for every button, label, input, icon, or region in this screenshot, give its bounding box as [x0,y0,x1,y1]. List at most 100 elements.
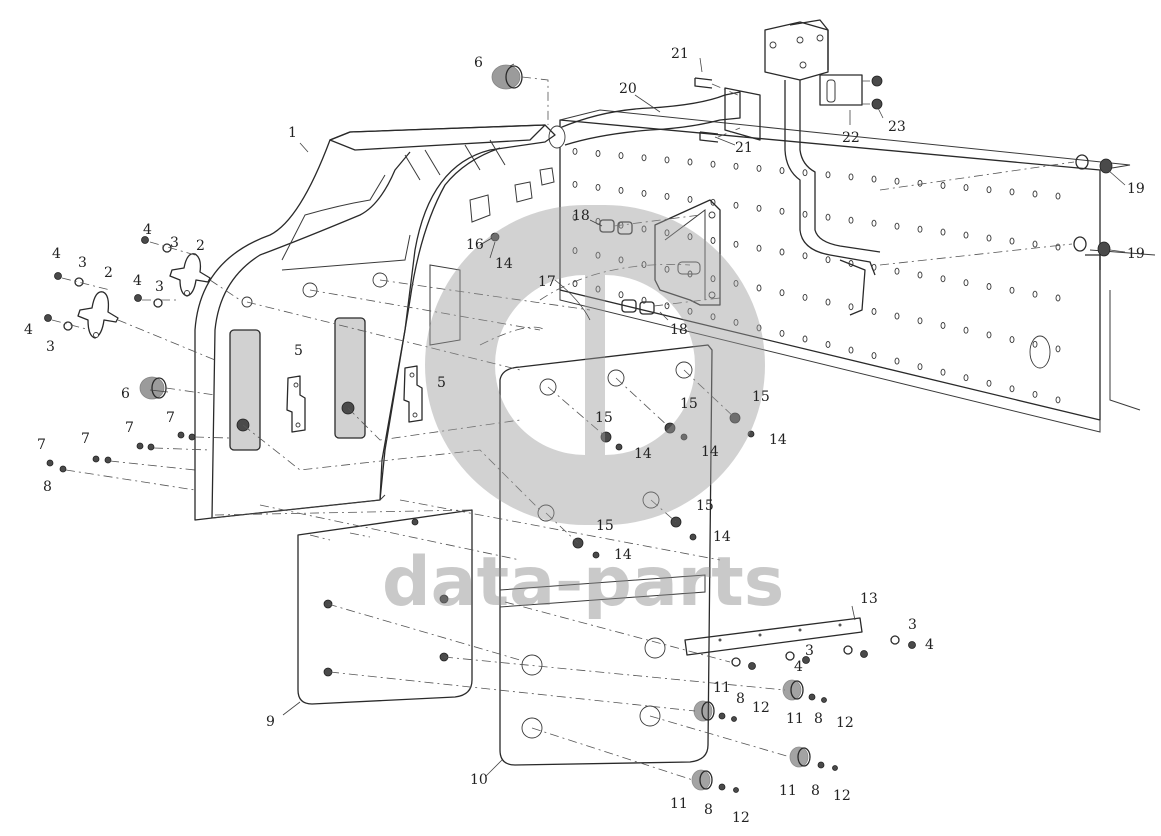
frame-hole [572,147,578,155]
frame-hole [641,154,647,162]
frame-hole [963,279,969,287]
frame-hole [802,210,808,218]
frame-hole [664,156,670,164]
frame-hole [1032,290,1038,298]
frame-hole [986,186,992,194]
frame-hole [825,298,831,306]
frame-hole [940,182,946,189]
brackets-5 [286,365,423,433]
callout-label: 4 [925,637,934,653]
frame-hole [733,240,739,248]
callout-label: 3 [155,279,164,295]
frame-hole [1032,190,1038,198]
mounts-11-8-12 [327,603,838,793]
callout-label: 12 [836,715,854,731]
callout-label: 18 [572,208,590,224]
frame-hole [779,248,785,256]
clamp-2-upper [134,236,241,308]
frame-hole [1055,345,1061,353]
callout-label: 3 [805,643,814,659]
frame-hole [963,184,969,192]
frame-hole [848,173,854,181]
watermark-logo [425,205,765,525]
frame-hole [779,289,785,297]
frame-hole [1032,240,1038,248]
callout-label: 4 [794,659,803,675]
frame-hole [917,179,923,187]
callout-label: 4 [52,246,61,262]
frame-hole [1055,294,1061,302]
frame-hole [825,256,831,264]
clamp-2-lower [44,272,216,361]
frame-hole [687,233,693,241]
frame-hole [1009,188,1015,196]
frame-hole [1009,286,1015,294]
callout-label: 11 [713,680,731,696]
frame-hole [917,271,923,279]
frame-hole [1032,340,1038,348]
callout-label: 7 [166,410,175,426]
callout-label: 21 [671,46,689,62]
frame-hole [687,158,693,166]
callout-label: 11 [779,783,797,799]
frame-hole [572,247,578,255]
frame-hole [917,225,923,233]
frame-hole [986,234,992,242]
frame-hole [710,313,716,321]
callout-label: 3 [78,255,87,271]
callout-label: 15 [595,410,613,426]
frame-hole [756,204,762,212]
frame-hole [733,318,739,326]
frame-hole [641,189,647,197]
callout-labels: 1 2 2 3 3 3 3 3 3 4 4 4 4 4 4 5 5 6 6 7 … [24,46,1145,826]
callout-label: 15 [596,518,614,534]
callout-label: 19 [1127,246,1145,262]
callout-label: 8 [811,783,820,799]
frame-hole [687,195,693,203]
frame-holes [572,147,1061,404]
watermark: data-parts [382,205,784,622]
strip-13 [504,601,916,670]
callout-leaders [149,57,1126,777]
frame-hole [572,180,578,188]
callout-label: 15 [752,389,770,405]
frame-hole [871,352,877,360]
frame-hole [756,324,762,332]
callout-label: 15 [680,396,698,412]
callout-label: 10 [470,772,488,788]
frame-hole [733,201,739,209]
frame-hole [802,335,808,343]
frame-hole [710,275,716,283]
callout-label: 12 [833,788,851,804]
callout-label: 14 [701,444,719,460]
nuts-19 [879,154,1113,266]
frame-hole [871,219,877,227]
frame-hole [618,256,624,264]
frame-hole [894,357,900,365]
mud-flap-9 [297,509,473,705]
frame-hole [848,346,854,354]
frame-hole [802,169,808,177]
callout-label: 7 [81,431,90,447]
cap-6-top [491,64,549,125]
frame-hole [595,183,601,191]
frame-hole [618,186,624,194]
callout-label: 23 [888,119,906,135]
callout-label: 3 [46,339,55,355]
callout-label: 16 [466,237,484,253]
frame-hole [848,303,854,311]
callout-label: 19 [1127,181,1145,197]
bolts-18 [599,214,721,315]
callout-label: 12 [752,700,770,716]
frame-hole [802,293,808,301]
callout-label: 8 [704,802,713,818]
frame-hole [848,216,854,224]
frame-hole [917,363,923,371]
frame-hole [1055,243,1061,251]
callout-label: 8 [814,711,823,727]
frame-hole [940,322,946,329]
frame-hole [618,152,624,160]
callout-label: 14 [495,256,513,272]
frame-hole [595,285,601,293]
callout-label: 12 [732,810,750,826]
